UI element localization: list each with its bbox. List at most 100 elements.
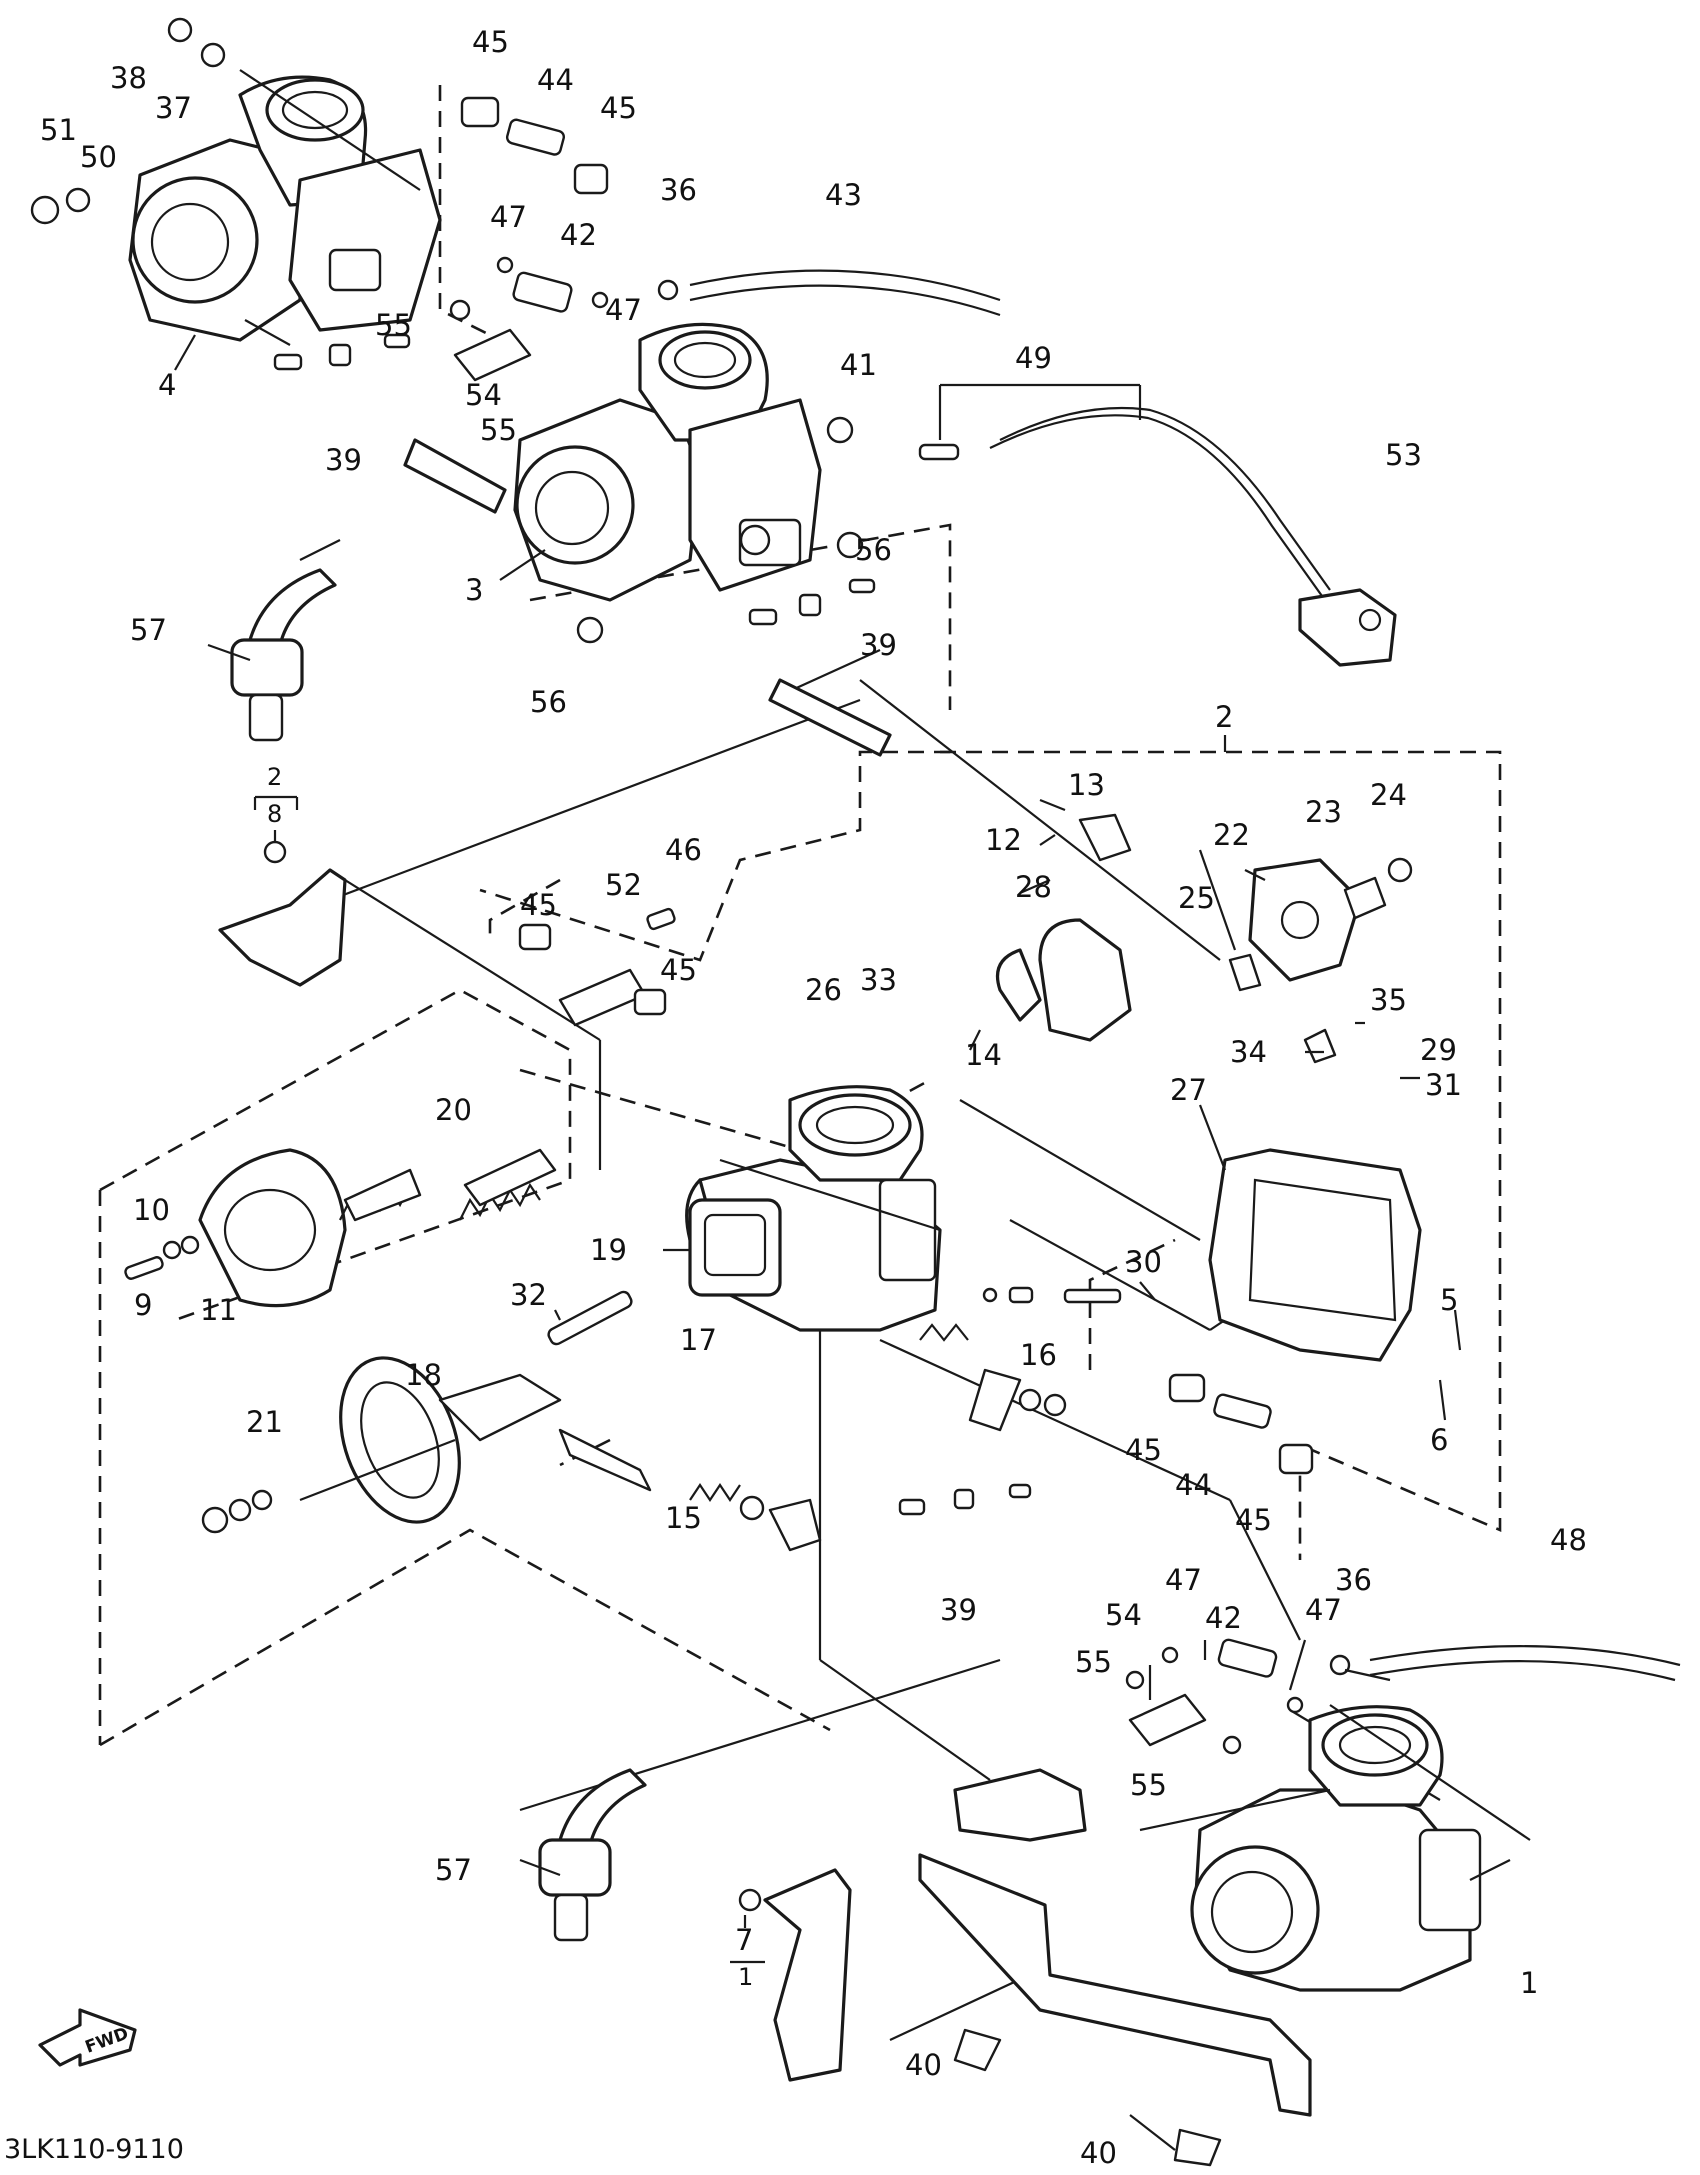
callout-44-top: 44 xyxy=(537,63,574,97)
callout-10: 10 xyxy=(133,1193,170,1227)
callout-55-c: 55 xyxy=(1075,1645,1112,1679)
callout-55-b: 55 xyxy=(480,413,517,447)
carburetor-1[interactable] xyxy=(1139,1704,1531,1992)
callout-47-c: 47 xyxy=(1165,1563,1202,1597)
callout-56-b: 56 xyxy=(530,685,567,719)
callout-30: 30 xyxy=(1125,1245,1162,1279)
callout-53: 53 xyxy=(1385,438,1422,472)
callout-11: 11 xyxy=(200,1293,237,1327)
fuel-filter-57-lower[interactable] xyxy=(538,1768,647,1942)
screw-9[interactable] xyxy=(124,1235,200,1280)
pin-32[interactable] xyxy=(547,1290,634,1346)
callout-18: 18 xyxy=(405,1358,442,1392)
callout-6: 6 xyxy=(1430,1423,1448,1457)
throttle-stop-parts-16[interactable] xyxy=(982,1286,1122,1304)
screws-39-top[interactable] xyxy=(273,333,876,626)
throttle-position-sensor-22[interactable] xyxy=(1248,858,1362,982)
fuel-filter-57-upper[interactable] xyxy=(230,568,337,742)
fitting-52-mid[interactable] xyxy=(518,907,676,1027)
callout-35: 35 xyxy=(1370,983,1407,1017)
stack-brackets xyxy=(253,795,765,1964)
callout-47-d: 47 xyxy=(1305,1593,1342,1627)
callout-45-f: 45 xyxy=(1235,1503,1272,1537)
callout-56-a: 56 xyxy=(855,533,892,567)
callout-44-bottom: 44 xyxy=(1175,1468,1212,1502)
callout-26: 26 xyxy=(805,973,842,1007)
fitting-44-45-bottom[interactable] xyxy=(1168,1373,1314,1475)
fwd-arrow xyxy=(38,2008,137,2067)
callout-32: 32 xyxy=(510,1278,547,1312)
callout-54-bottom: 54 xyxy=(1105,1598,1142,1632)
main-bracket-40[interactable] xyxy=(918,1853,1312,2167)
callout-5: 5 xyxy=(1440,1283,1458,1317)
callout-47-a: 47 xyxy=(490,200,527,234)
cable-49[interactable] xyxy=(938,383,1331,597)
bracket-7[interactable] xyxy=(738,1868,852,2082)
carburetor-4[interactable] xyxy=(128,69,442,346)
callout-13: 13 xyxy=(1068,768,1105,802)
callout-41: 41 xyxy=(840,348,877,382)
bracket-28-14[interactable] xyxy=(995,813,1132,1042)
bracket-8[interactable] xyxy=(218,840,347,987)
callout-52: 52 xyxy=(605,868,642,902)
callout-36-top: 36 xyxy=(660,173,697,207)
carburetor-body-19[interactable] xyxy=(685,1085,942,1332)
callout-17: 17 xyxy=(680,1323,717,1357)
fuel-hose-48[interactable] xyxy=(1369,1645,1681,1682)
callout-19: 19 xyxy=(590,1233,627,1267)
callout-43: 43 xyxy=(825,178,862,212)
cable-bracket-53[interactable] xyxy=(1298,588,1397,667)
callout-57-a: 57 xyxy=(130,613,167,647)
callout-39-mid: 39 xyxy=(860,628,897,662)
callout-12: 12 xyxy=(985,823,1022,857)
lever-assembly[interactable] xyxy=(953,1768,1087,1842)
callout-37: 37 xyxy=(155,91,192,125)
callout-25: 25 xyxy=(1178,881,1215,915)
diaphragm-piston-18[interactable] xyxy=(299,1341,562,1538)
callout-45-c: 45 xyxy=(520,888,557,922)
needle-parts-21[interactable] xyxy=(201,1489,273,1534)
callout-40-a: 40 xyxy=(905,2048,942,2082)
callout-57-b: 57 xyxy=(435,1853,472,1887)
callout-42-top: 42 xyxy=(560,218,597,252)
fitting-42-54-bottom[interactable] xyxy=(1125,1638,1351,1755)
callout-28: 28 xyxy=(1015,870,1052,904)
callout-47-b: 47 xyxy=(605,293,642,327)
linkage-parts-39-mid[interactable] xyxy=(898,1323,1067,1516)
callout-45-d: 45 xyxy=(660,953,697,987)
callout-16: 16 xyxy=(1020,1338,1057,1372)
callout-14: 14 xyxy=(965,1038,1002,1072)
callout-1: 1 xyxy=(1520,1966,1538,2000)
screw-24[interactable] xyxy=(1387,857,1413,883)
callout-45-e: 45 xyxy=(1125,1433,1162,1467)
cover-27[interactable] xyxy=(1208,1148,1422,1362)
group-outline-2 xyxy=(479,735,1502,1560)
callout-39-bottom: 39 xyxy=(940,1593,977,1627)
clip-25[interactable] xyxy=(1228,953,1262,992)
callout-34: 34 xyxy=(1230,1035,1267,1069)
group-outline-diaphragm xyxy=(98,988,831,1747)
vacuum-chamber-cover[interactable] xyxy=(198,1148,347,1308)
callout-45-a: 45 xyxy=(472,25,509,59)
bracket-34[interactable] xyxy=(1303,1028,1337,1064)
callout-9: 9 xyxy=(134,1288,152,1322)
callout-31: 31 xyxy=(1425,1068,1462,1102)
fitting-42-top[interactable] xyxy=(496,256,679,313)
fuel-hose-43[interactable] xyxy=(689,269,1001,317)
callout-45-b: 45 xyxy=(600,91,637,125)
callout-labels: 1 2 2 8 3 4 5 6 7 1 9 10 11 12 13 14 15 … xyxy=(40,25,1587,2170)
linkage-parts-15[interactable] xyxy=(558,1428,822,1552)
nuts-top-left[interactable] xyxy=(30,17,960,644)
callout-15: 15 xyxy=(665,1501,702,1535)
spring-20[interactable] xyxy=(339,1148,557,1222)
fitting-44-45-top[interactable] xyxy=(460,96,609,195)
callout-29: 29 xyxy=(1420,1033,1457,1067)
carburetor-3[interactable] xyxy=(513,322,822,602)
hose-pipe-upper[interactable] xyxy=(403,438,892,757)
cap-23[interactable] xyxy=(1343,876,1387,920)
fitting-54-top[interactable] xyxy=(449,299,532,382)
callout-8: 8 xyxy=(267,800,282,828)
callout-24: 24 xyxy=(1370,778,1407,812)
